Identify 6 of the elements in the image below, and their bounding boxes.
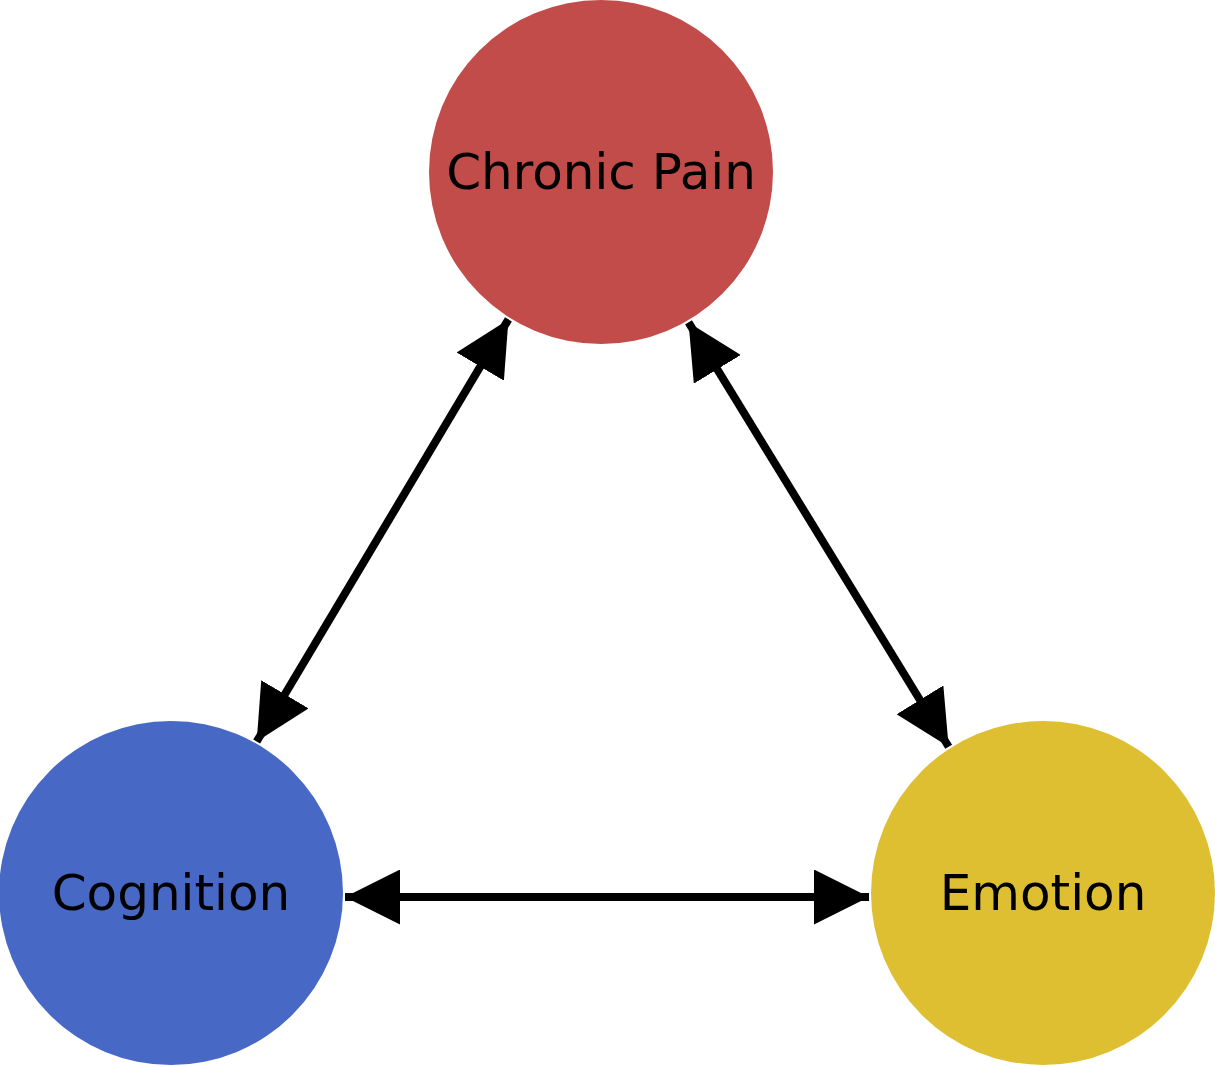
double-arrow [345,869,869,925]
node-label: Cognition [51,862,291,924]
double-arrow [685,320,953,749]
node-label: Emotion [939,862,1147,924]
double-arrow [253,317,512,744]
node-label: Chronic Pain [446,141,756,203]
